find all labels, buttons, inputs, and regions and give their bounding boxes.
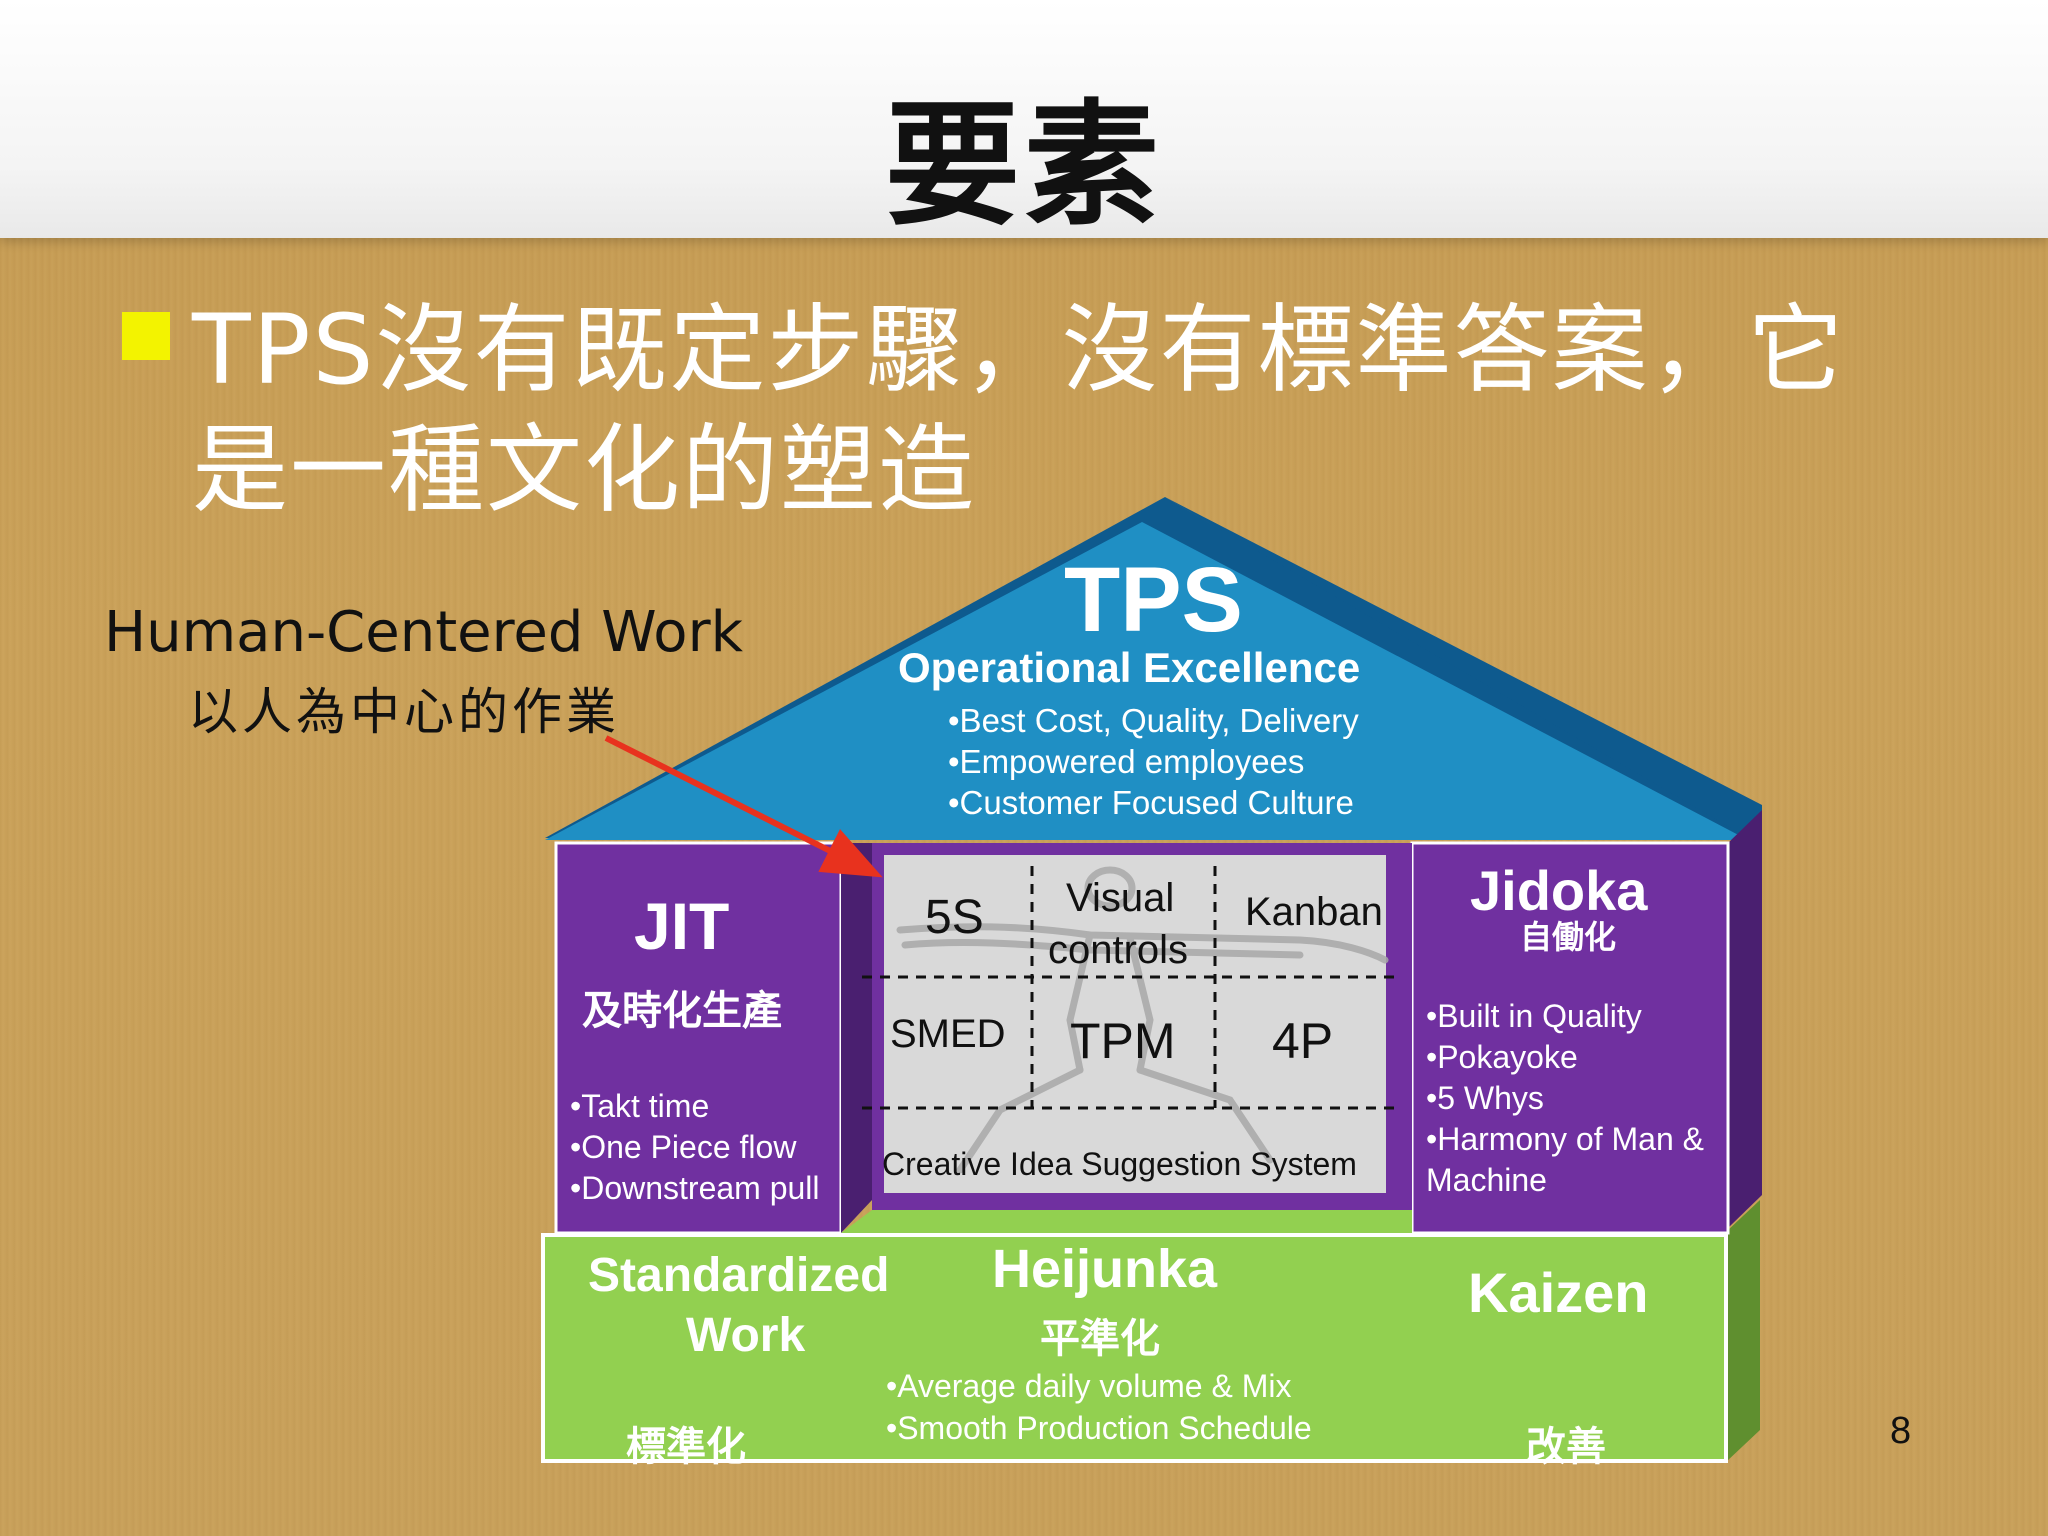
- jit-title: JIT: [634, 889, 730, 963]
- center-base: [841, 1210, 1412, 1233]
- jidoka-item: •Harmony of Man &: [1426, 1121, 1704, 1157]
- jidoka-title: Jidoka: [1470, 859, 1648, 922]
- roof-item: •Customer Focused Culture: [948, 784, 1354, 821]
- jit-item: •Downstream pull: [570, 1170, 820, 1206]
- slide-title: 要素: [885, 87, 1163, 244]
- heijunka-title: Heijunka: [992, 1239, 1218, 1299]
- annotation-chinese: 以人為中心的作業: [188, 683, 620, 741]
- jidoka-item: •5 Whys: [1426, 1080, 1544, 1116]
- heijunka-zh: 平準化: [1040, 1316, 1160, 1362]
- standardized-work-line-2: Work: [686, 1309, 806, 1362]
- kaizen-title: Kaizen: [1468, 1261, 1649, 1324]
- jit-subtitle: 及時化生產: [582, 988, 782, 1034]
- center-panel: [884, 855, 1386, 1193]
- roof-subtitle: Operational Excellence: [898, 644, 1361, 691]
- jidoka-item: Machine: [1426, 1162, 1547, 1198]
- figure-sketch: [896, 866, 1389, 1174]
- bullet-text-line-1: TPS沒有既定步驟，沒有標準答案，它: [192, 294, 1846, 406]
- standardized-work-line-1: Standardized: [588, 1249, 890, 1302]
- cell-creative-idea-suggestion-system: Creative Idea Suggestion System: [882, 1146, 1357, 1182]
- annotation-arrow: [604, 735, 883, 878]
- cell-visual-controls-line-1: Visual: [1066, 876, 1175, 920]
- jidoka-item: •Pokayoke: [1426, 1039, 1578, 1075]
- cell-tpm: TPM: [1070, 1013, 1176, 1069]
- roof-title: TPS: [1064, 549, 1243, 651]
- foundation-side-depth: [1726, 1200, 1760, 1462]
- jit-pillar: [554, 841, 843, 1235]
- foundation: [541, 1233, 1728, 1463]
- cell-kanban: Kanban: [1245, 890, 1383, 934]
- jidoka-subtitle: 自働化: [1520, 918, 1617, 956]
- cell-4p: 4P: [1272, 1013, 1334, 1069]
- bullet-text-line-2: 是一種文化的塑造: [192, 414, 976, 526]
- jit-item: •Takt time: [570, 1088, 710, 1124]
- roof-item: •Best Cost, Quality, Delivery: [948, 702, 1359, 739]
- standardized-work-zh: 標準化: [626, 1424, 746, 1470]
- cell-smed: SMED: [890, 1012, 1006, 1056]
- annotation-english: Human-Centered Work: [104, 600, 744, 665]
- bullet-square-icon: [122, 312, 170, 360]
- cell-visual-controls-line-2: controls: [1048, 928, 1189, 972]
- heijunka-item: •Smooth Production Schedule: [886, 1410, 1312, 1446]
- jit-item: •One Piece flow: [570, 1129, 797, 1165]
- roof: [545, 522, 1748, 840]
- jidoka-side-depth: [1728, 810, 1762, 1228]
- center-grid: [862, 866, 1398, 1110]
- roof-depth: [1165, 497, 1762, 838]
- heijunka-item: •Average daily volume & Mix: [886, 1368, 1292, 1404]
- roof-item: •Empowered employees: [948, 743, 1305, 780]
- kaizen-zh: 改善: [1526, 1424, 1606, 1470]
- cell-5s: 5S: [925, 891, 984, 944]
- page-number: 8: [1890, 1410, 1912, 1452]
- title-bar: [0, 0, 2048, 238]
- jidoka-item: •Built in Quality: [1426, 998, 1642, 1034]
- jit-pillar-depth: [841, 843, 872, 1233]
- jidoka-pillar: [1410, 841, 1730, 1235]
